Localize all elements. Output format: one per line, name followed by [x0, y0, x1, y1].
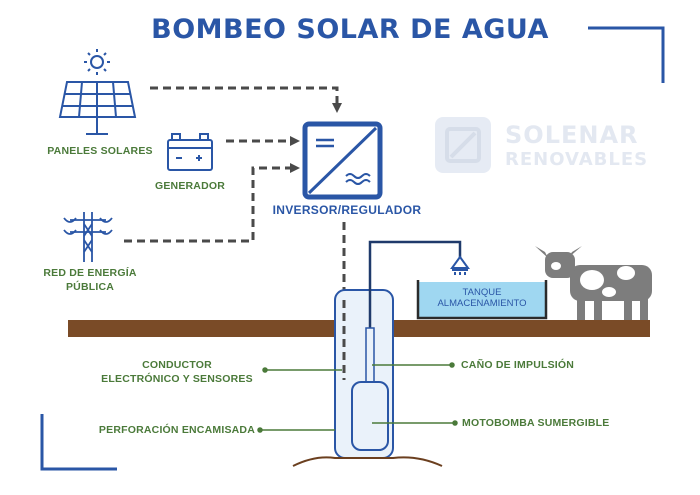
faucet-icon: [450, 255, 470, 275]
logo-text-renovables: RENOVABLES: [505, 149, 649, 170]
arrow-grid: [290, 163, 300, 173]
label-grid: RED DE ENERGÍA PÚBLICA: [30, 266, 150, 294]
sun-icon: [84, 49, 110, 75]
label-solar-panels: PANELES SOLARES: [47, 145, 153, 157]
label-conductor-line1: CONDUCTOR: [142, 359, 212, 371]
label-pump: MOTOBOMBA SUMERGIBLE: [462, 417, 610, 429]
label-casing: PERFORACIÓN ENCAMISADA: [98, 424, 255, 436]
label-conductor-line2: ELECTRÓNICO Y SENSORES: [101, 373, 253, 385]
arrowheads: [290, 103, 342, 173]
label-tank: TANQUE ALMACENAMIENTO: [418, 287, 546, 309]
submersible-pump-icon: [351, 381, 389, 451]
label-generator: GENERADOR: [154, 180, 226, 192]
label-grid-line1: RED DE ENERGÍA: [43, 267, 137, 279]
inverter-icon: [302, 121, 383, 200]
solar-panel-icon: [58, 81, 137, 135]
cow-icon: [535, 246, 652, 320]
label-inverter: INVERSOR/REGULADOR: [272, 203, 422, 217]
logo-mark-icon: [435, 117, 491, 173]
arrow-solar: [332, 103, 342, 113]
arrow-generator: [290, 136, 300, 146]
label-pipe: CAÑO DE IMPULSIÓN: [461, 359, 575, 371]
leader-lines: [257, 362, 458, 433]
label-conductor: CONDUCTOR ELECTRÓNICO Y SENSORES: [92, 358, 262, 386]
label-grid-line2: PÚBLICA: [65, 281, 115, 293]
storage-tank: [416, 280, 548, 320]
line-solar-to-inverter: [150, 86, 339, 103]
generator-battery-icon: [167, 133, 213, 171]
corner-frame-bottom-left: [40, 414, 117, 471]
label-tank-line2: ALMACENAMIENTO: [437, 298, 527, 309]
power-tower-icon: [63, 212, 113, 262]
logo-text-solenar: SOLENAR: [505, 121, 639, 149]
company-logo: SOLENAR RENOVABLES: [435, 117, 675, 179]
page-title: BOMBEO SOLAR DE AGUA: [151, 14, 549, 45]
corner-frame-top-right: [588, 26, 665, 83]
label-tank-line1: TANQUE: [462, 287, 502, 298]
